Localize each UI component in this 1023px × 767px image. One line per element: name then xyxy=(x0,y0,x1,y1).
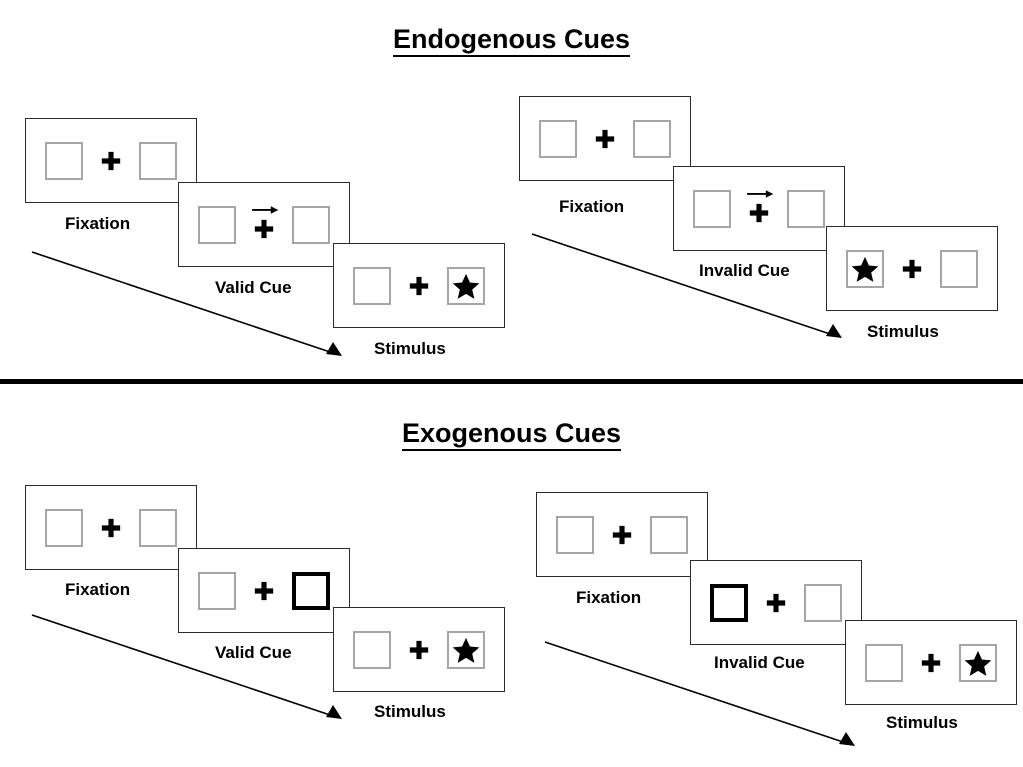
right-box xyxy=(447,630,485,669)
card-exogenous-valid-stimulus[interactable] xyxy=(333,607,505,692)
star-icon xyxy=(851,256,879,282)
fixation-center xyxy=(96,505,126,551)
fixation-center xyxy=(96,138,126,184)
left-box-cued xyxy=(710,583,748,622)
left-box xyxy=(539,119,577,158)
fixation-center xyxy=(916,640,946,686)
card-endogenous-valid-cue[interactable] xyxy=(178,182,350,267)
left-box xyxy=(353,630,391,669)
card-exogenous-valid-fixation[interactable] xyxy=(25,485,197,570)
card-label-stimulus: Stimulus xyxy=(867,322,939,341)
card-endogenous-invalid-cue[interactable] xyxy=(673,166,845,251)
right-box xyxy=(139,508,177,547)
card-label-invalid-cue: Invalid Cue xyxy=(699,261,790,280)
left-box xyxy=(693,189,731,228)
plus-icon xyxy=(766,593,786,612)
time-flow-arrow-endogenous-valid xyxy=(31,251,342,356)
left-box xyxy=(865,643,903,682)
fixation-center xyxy=(404,263,434,309)
plus-icon xyxy=(595,129,615,148)
plus-icon xyxy=(902,259,922,278)
right-box xyxy=(447,266,485,305)
plus-icon xyxy=(101,151,121,170)
card-label-valid-cue: Valid Cue xyxy=(215,643,292,662)
left-box xyxy=(198,205,236,244)
right-box xyxy=(804,583,842,622)
card-endogenous-invalid-stimulus[interactable] xyxy=(826,226,998,311)
plus-icon xyxy=(101,518,121,537)
cue-center xyxy=(249,202,279,248)
right-box xyxy=(139,141,177,180)
section-title-exogenous-text: Exogenous Cues xyxy=(401,418,622,451)
time-flow-arrow-endogenous-invalid xyxy=(531,233,842,338)
arrow-right-icon xyxy=(747,189,774,198)
plus-icon xyxy=(409,276,429,295)
card-label-stimulus: Stimulus xyxy=(374,339,446,358)
right-box xyxy=(959,643,997,682)
section-title-endogenous: Endogenous Cues xyxy=(0,24,1023,57)
fixation-center xyxy=(404,627,434,673)
plus-icon xyxy=(612,525,632,544)
card-endogenous-valid-stimulus[interactable] xyxy=(333,243,505,328)
right-box xyxy=(292,205,330,244)
card-endogenous-invalid-fixation[interactable] xyxy=(519,96,691,181)
card-exogenous-invalid-cue[interactable] xyxy=(690,560,862,645)
right-box xyxy=(940,249,978,288)
card-label-fixation: Fixation xyxy=(559,197,625,216)
card-label-fixation: Fixation xyxy=(576,588,642,607)
card-exogenous-invalid-stimulus[interactable] xyxy=(845,620,1017,705)
right-box-cued xyxy=(292,571,330,610)
left-box xyxy=(353,266,391,305)
card-label-stimulus: Stimulus xyxy=(886,713,958,732)
time-flow-arrow-exogenous-valid xyxy=(31,614,342,719)
fixation-center xyxy=(590,116,620,162)
star-icon xyxy=(452,273,480,299)
fixation-center xyxy=(897,246,927,292)
arrow-right-icon xyxy=(252,205,279,214)
star-icon xyxy=(452,637,480,663)
left-box xyxy=(556,515,594,554)
right-box xyxy=(650,515,688,554)
fixation-center xyxy=(607,512,637,558)
left-box xyxy=(198,571,236,610)
time-flow-arrow-exogenous-invalid xyxy=(544,641,855,746)
left-box xyxy=(45,141,83,180)
plus-icon xyxy=(921,653,941,672)
section-divider xyxy=(0,379,1023,384)
section-title-endogenous-text: Endogenous Cues xyxy=(392,24,630,57)
card-label-invalid-cue: Invalid Cue xyxy=(714,653,805,672)
star-icon xyxy=(964,650,992,676)
cue-center xyxy=(744,186,774,232)
right-box xyxy=(633,119,671,158)
fixation-center xyxy=(761,580,791,626)
card-label-stimulus: Stimulus xyxy=(374,702,446,721)
section-title-exogenous: Exogenous Cues xyxy=(0,418,1023,451)
left-box xyxy=(846,249,884,288)
card-label-fixation: Fixation xyxy=(65,214,131,233)
plus-icon xyxy=(409,640,429,659)
card-exogenous-valid-cue[interactable] xyxy=(178,548,350,633)
left-box xyxy=(45,508,83,547)
right-box xyxy=(787,189,825,228)
plus-icon xyxy=(254,219,274,239)
card-label-fixation: Fixation xyxy=(65,580,131,599)
plus-icon xyxy=(254,581,274,600)
card-endogenous-valid-fixation[interactable] xyxy=(25,118,197,203)
fixation-center xyxy=(249,568,279,614)
card-exogenous-invalid-fixation[interactable] xyxy=(536,492,708,577)
plus-icon xyxy=(749,203,769,223)
card-label-valid-cue: Valid Cue xyxy=(215,278,292,297)
